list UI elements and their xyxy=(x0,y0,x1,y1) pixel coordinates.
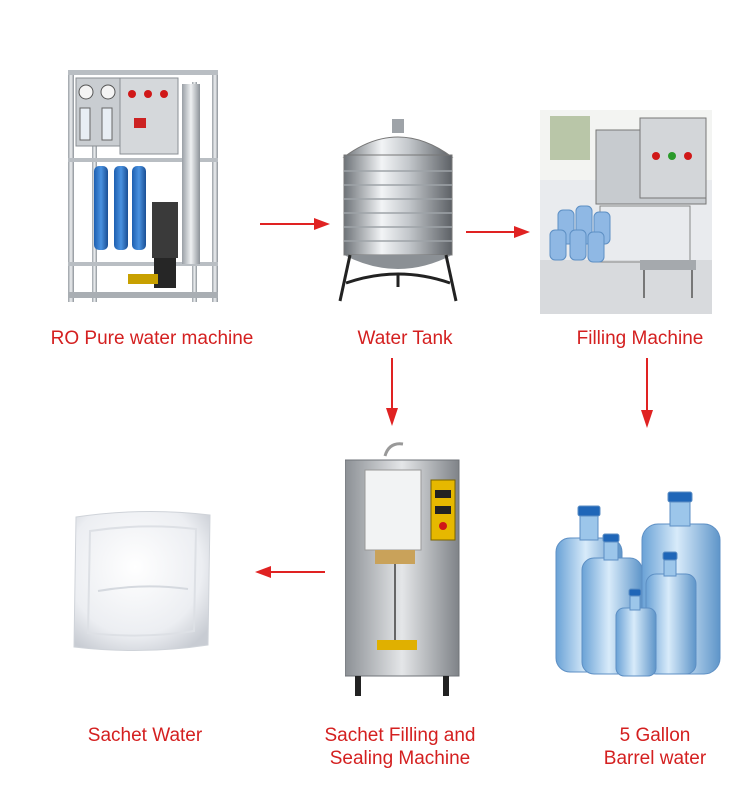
sachet-filling-machine-image xyxy=(345,440,463,700)
sachet-water-label: Sachet Water xyxy=(70,724,220,747)
gallon-barrels-label-line1: 5 Gallon xyxy=(585,724,725,747)
filling-machine-image xyxy=(540,110,712,314)
gallon-barrels-label: 5 Gallon Barrel water xyxy=(585,724,725,770)
sachet-water-image xyxy=(68,505,218,655)
gallon-barrels-image xyxy=(552,488,747,683)
filling-machine-label: Filling Machine xyxy=(560,327,720,350)
arrow-tank-to-sachet-filling xyxy=(382,356,402,426)
arrow-ro-to-tank xyxy=(258,214,330,234)
ro-machine-image xyxy=(62,62,234,310)
gallon-barrels-label-line2: Barrel water xyxy=(585,747,725,770)
sachet-filling-machine-label: Sachet Filling and Sealing Machine xyxy=(305,724,495,770)
ro-machine-label: RO Pure water machine xyxy=(22,327,282,350)
arrow-sachet-filling-to-sachet-water xyxy=(253,562,327,582)
sachet-filling-machine-label-line1: Sachet Filling and xyxy=(305,724,495,747)
arrow-tank-to-filling xyxy=(464,222,530,242)
water-tank-image xyxy=(332,115,464,305)
sachet-filling-machine-label-line2: Sealing Machine xyxy=(305,747,495,770)
water-tank-label: Water Tank xyxy=(330,327,480,350)
arrow-filling-to-barrels xyxy=(637,356,657,428)
